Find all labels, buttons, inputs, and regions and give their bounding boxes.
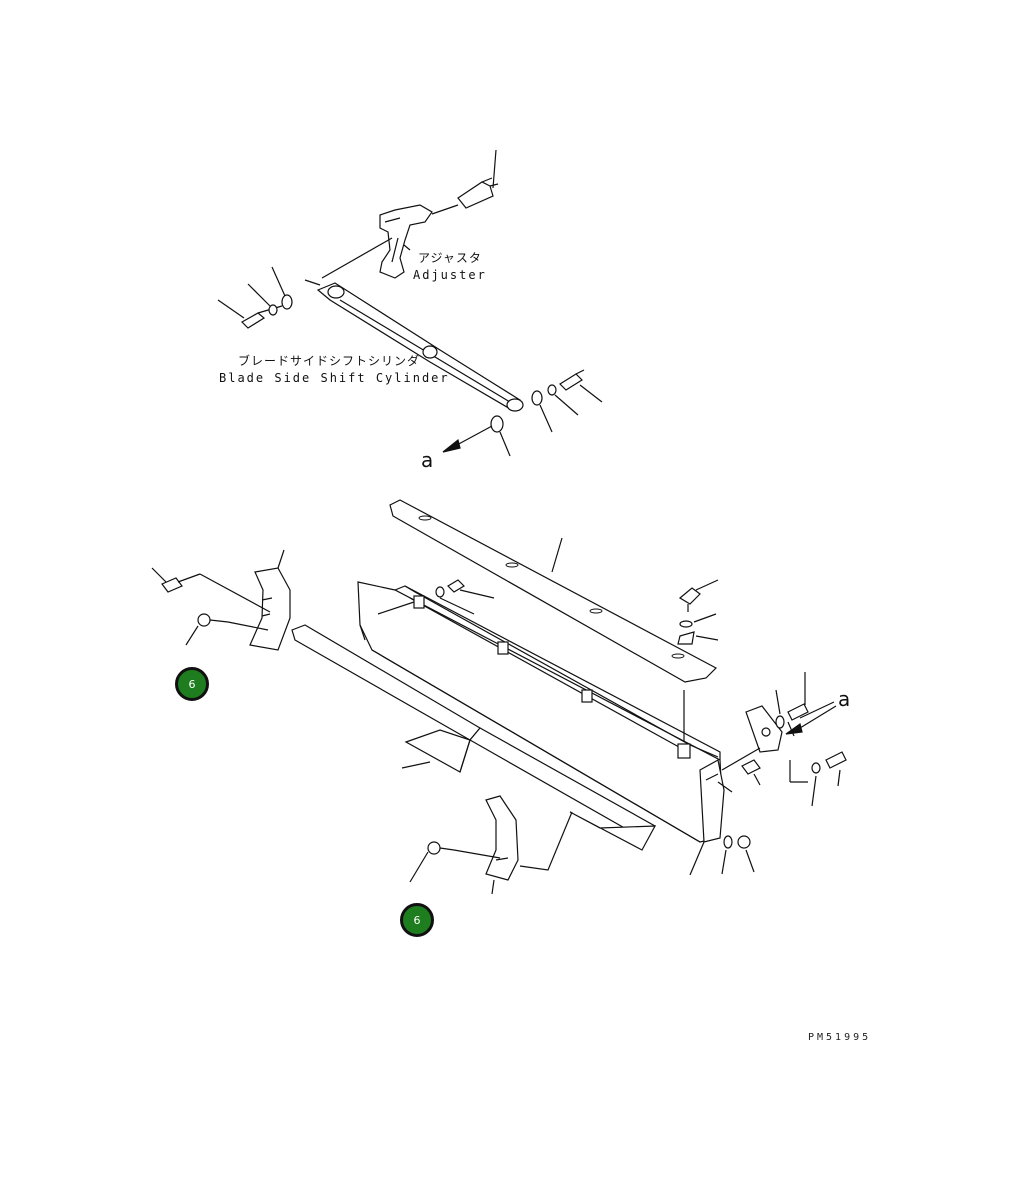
adjuster-label-jp: アジャスタ	[418, 251, 482, 265]
lower-edge-strips	[291, 624, 657, 871]
adjuster-part	[379, 149, 499, 279]
cylinder-left-hardware	[217, 266, 293, 329]
rail-fasteners	[435, 579, 495, 615]
side-shift-cylinder	[304, 237, 524, 412]
view-a-label-right: a	[838, 687, 851, 711]
adjuster-label-en: Adjuster	[413, 268, 487, 282]
left-end-bit	[151, 549, 291, 651]
drawing-number: PM51995	[808, 1032, 872, 1043]
cylinder-right-hardware	[442, 369, 603, 457]
callout-number: 6	[413, 913, 421, 927]
right-hardware-cluster	[677, 579, 847, 875]
right-end-bit	[409, 795, 519, 895]
callout-marker-6-left[interactable]: 6	[175, 667, 209, 701]
callout-number: 6	[188, 677, 196, 691]
cylinder-label-en: Blade Side Shift Cylinder	[219, 371, 450, 385]
cylinder-label-jp: ブレードサイドシフトシリンダ	[238, 354, 421, 368]
callout-marker-6-bottom[interactable]: 6	[400, 903, 434, 937]
blade-body	[357, 581, 725, 876]
view-a-label-top: a	[421, 448, 434, 472]
top-edge-strip	[389, 499, 717, 683]
